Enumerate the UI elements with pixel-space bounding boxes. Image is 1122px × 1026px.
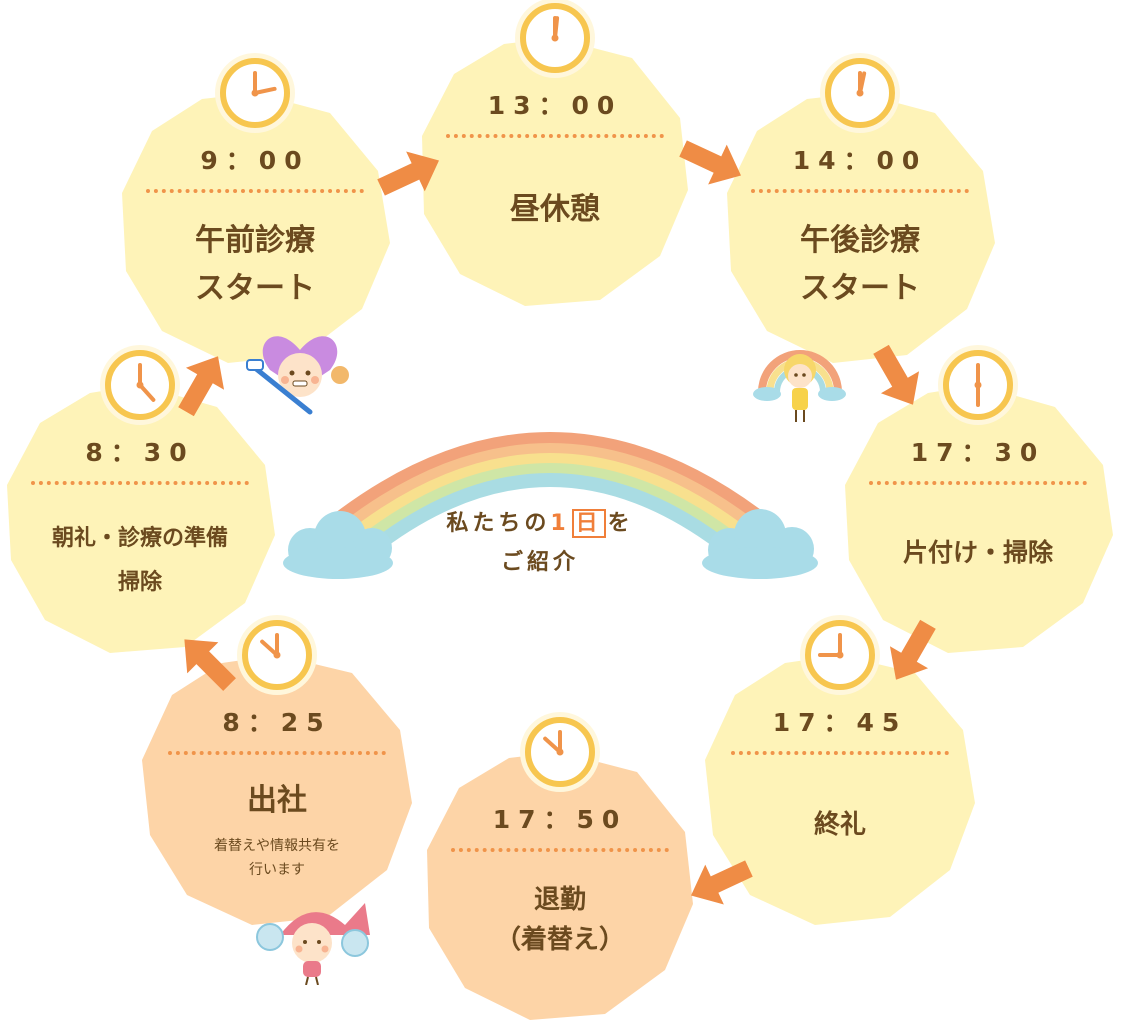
center-number: 1 [550,511,570,536]
arrow-1730-to-1745-icon [889,619,936,680]
clock-icon [98,343,182,427]
dotted-divider [31,481,249,485]
badge-shape [7,385,275,653]
step-0830: 8：30 朝礼・診療の準備 掃除 [5,345,275,655]
step-time: 17：50 [492,805,628,834]
badge-shape [422,38,688,306]
badge-shape [122,93,390,363]
clock-center [273,651,281,659]
step-0900: 9：00 午前診療 スタート [120,53,390,363]
dotted-divider [451,848,669,852]
rainbow-illustration [283,432,818,579]
character-rainbow-boy-icon [753,350,846,422]
step-1730: 17：30 片付け・掃除 [843,345,1113,655]
badge-shape [727,93,995,363]
clock-icon [518,710,602,794]
clock-icon [936,343,1020,427]
clock-center [136,381,144,389]
arrow-1400-to-1730-icon [873,344,920,405]
step-label: 朝礼・診療の準備 掃除 [51,526,228,595]
badge-shape [427,752,693,1020]
step-label: 終礼 [813,810,866,840]
step-label: 片付け・掃除 [902,538,1053,567]
dotted-divider [731,751,949,755]
clock-icon [513,0,597,80]
clock-icon [235,613,319,697]
step-time: 13：00 [487,91,623,120]
clock-icon [818,51,902,135]
clock-center [556,748,564,756]
arrow-0900-to-1300-icon [377,151,440,196]
cloud-right-icon [702,509,818,579]
step-time: 17：45 [772,708,908,737]
step-1750: 17：50 退勤 （着替え） [425,712,695,1022]
dotted-divider [751,189,969,193]
step-time: 8：30 [85,438,195,467]
badge-shape [845,385,1113,653]
step-description: 着替えや情報共有を 行います [214,838,340,878]
step-1745: 17：45 終礼 [705,615,975,925]
step-time: 8：25 [222,708,332,737]
step-0825: 8：25 出社 着替えや情報共有を 行います [142,615,412,925]
step-time: 17：30 [910,438,1046,467]
step-label: 昼休憩 [510,192,600,227]
step-time: 9：00 [200,146,310,175]
dotted-divider [869,481,1087,485]
center-day-box: 日 [571,509,606,538]
arrow-1300-to-1400-icon [679,140,742,185]
character-toothbrush-girl-icon [246,336,349,415]
clock-center [856,89,864,97]
dotted-divider [168,751,386,755]
arrow-1745-to-1750-icon [690,860,753,905]
dotted-divider [446,134,664,138]
step-label: 午後診療 スタート [800,223,920,306]
clock-icon [213,51,297,135]
character-pink-hat-girl-icon [256,903,370,985]
step-1300: 13：00 昼休憩 [420,0,690,308]
arrow-0830-to-0900-icon [178,356,225,417]
badge-shape [705,655,975,925]
step-label: 午前診療 スタート [195,223,315,306]
clock-center [551,34,559,42]
arrow-0825-to-0830-icon [184,639,236,691]
clock-center [974,381,982,389]
center-title-line2: ご紹介 [500,549,579,575]
clock-center [836,651,844,659]
step-1400: 14：00 午後診療 スタート [725,53,995,363]
badge-shape [142,655,412,925]
step-time: 14：00 [792,146,928,175]
clock-center [251,89,259,97]
clock-icon [798,613,882,697]
step-label: 退勤 （着替え） [494,885,625,956]
dotted-divider [146,189,364,193]
step-label: 出社 [247,783,307,818]
cloud-left-icon [283,511,393,579]
